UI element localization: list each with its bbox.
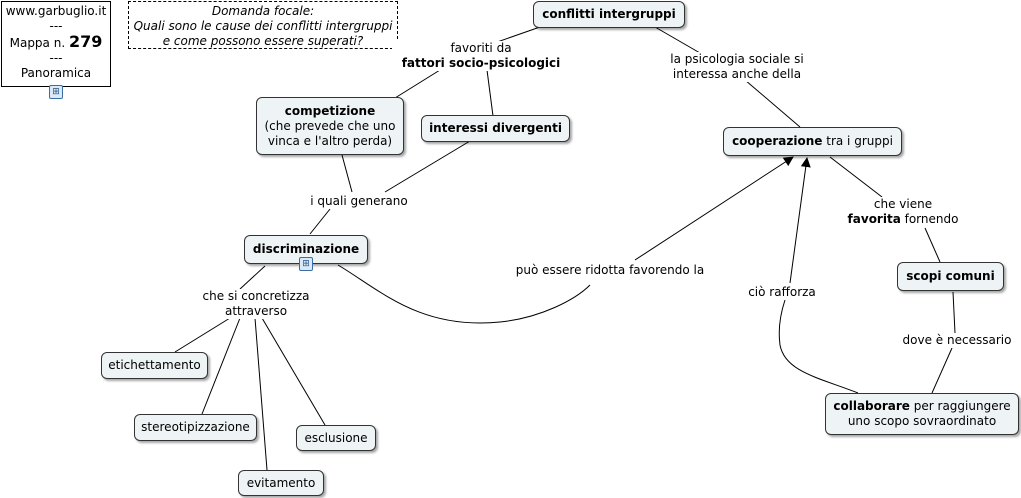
submap-link-icon[interactable]: ⊞	[49, 85, 63, 99]
site-url[interactable]: www.garbuglio.it	[5, 4, 107, 18]
concept-conflitti-intergruppi[interactable]: conflitti intergruppi	[533, 1, 685, 28]
concept-cooperazione[interactable]: cooperazione tra i gruppi	[723, 127, 902, 156]
link-label-favoriti: favoriti da fattori socio-psicologici	[392, 41, 570, 71]
link-text: può essere ridotta favorendo la	[515, 263, 705, 277]
concept-label: discriminazione	[252, 242, 360, 256]
link-label-necessario: dove è necessario	[898, 333, 1016, 348]
concept-label: conflitti intergruppi	[542, 7, 676, 21]
concept-label: competizione	[284, 103, 376, 118]
link-label-concretizza: che si concretizza attraverso	[197, 289, 315, 319]
concept-competizione[interactable]: competizione (che prevede che uno vinca …	[256, 97, 404, 155]
focal-line-1: Quali sono le cause dei conflitti interg…	[133, 19, 393, 33]
map-number-line: Mappa n. 279	[2, 34, 110, 51]
concept-label: interessi divergenti	[429, 121, 562, 135]
concept-etichettamento[interactable]: etichettamento	[101, 352, 208, 379]
focal-line-2: e come possono essere superati?	[162, 34, 364, 48]
link-text: favoriti da	[450, 41, 512, 55]
concept-esclusione[interactable]: esclusione	[296, 425, 376, 451]
concept-detail: (che prevede che uno	[264, 118, 396, 133]
concept-label-line: cooperazione tra i gruppi	[732, 134, 893, 149]
link-text: la psicologia sociale si	[670, 52, 804, 66]
concept-collaborare[interactable]: collaborare per raggiungere uno scopo so…	[825, 393, 1019, 435]
concept-label-rest: per raggiungere	[909, 399, 1011, 413]
link-text: attraverso	[224, 304, 288, 318]
concept-label: evitamento	[246, 475, 316, 490]
link-text: che viene	[873, 197, 933, 211]
map-label: Mappa n.	[9, 36, 66, 50]
concept-evitamento[interactable]: evitamento	[238, 470, 324, 496]
submap-link-icon[interactable]: ⊞	[299, 257, 313, 271]
concept-label-bold: collaborare	[833, 399, 910, 413]
concept-detail: vinca e l'altro perda)	[267, 133, 393, 148]
concept-stereotipizzazione[interactable]: stereotipizzazione	[134, 414, 257, 441]
overview-label: Panoramica	[20, 66, 92, 80]
concept-interessi-divergenti[interactable]: interessi divergenti	[421, 115, 570, 142]
focal-title: Domanda focale:	[211, 4, 315, 18]
concept-detail: uno scopo sovraordinato	[847, 414, 997, 428]
concept-label-rest: tra i gruppi	[822, 134, 893, 148]
map-number: 279	[68, 32, 103, 51]
link-label-ridotta: può essere ridotta favorendo la	[512, 263, 708, 278]
concept-label-bold: cooperazione	[732, 134, 823, 148]
concept-label-line: collaborare per raggiungere	[833, 399, 1010, 414]
concept-label: etichettamento	[108, 358, 201, 372]
focal-question-box: Domanda focale: Quali sono le cause dei …	[128, 1, 398, 49]
link-label-psicologia: la psicologia sociale si interessa anche…	[664, 52, 810, 82]
link-text: che si concretizza	[202, 289, 310, 303]
link-label-viene: che viene favorita fornendo	[840, 197, 966, 227]
concept-scopi-comuni[interactable]: scopi comuni	[897, 262, 1004, 291]
link-text-bold: favorita	[847, 212, 901, 226]
concept-label: stereotipizzazione	[141, 420, 250, 434]
link-text-line: favorita fornendo	[840, 212, 966, 227]
concept-label: esclusione	[304, 430, 368, 445]
separator: ---	[49, 19, 63, 33]
link-text: interessa anche della	[672, 67, 802, 81]
separator: ---	[49, 51, 63, 65]
link-text: i quali generano	[310, 194, 408, 208]
link-label-rafforza: ciò rafforza	[744, 285, 820, 300]
concept-label: scopi comuni	[906, 269, 995, 283]
link-text-bold: fattori socio-psicologici	[401, 56, 561, 70]
link-label-generano: i quali generano	[306, 194, 412, 209]
map-info-box: www.garbuglio.it --- Mappa n. 279 --- Pa…	[1, 1, 111, 87]
link-text: ciò rafforza	[748, 285, 816, 299]
link-text: dove è necessario	[902, 333, 1012, 347]
link-text: fornendo	[900, 212, 959, 226]
